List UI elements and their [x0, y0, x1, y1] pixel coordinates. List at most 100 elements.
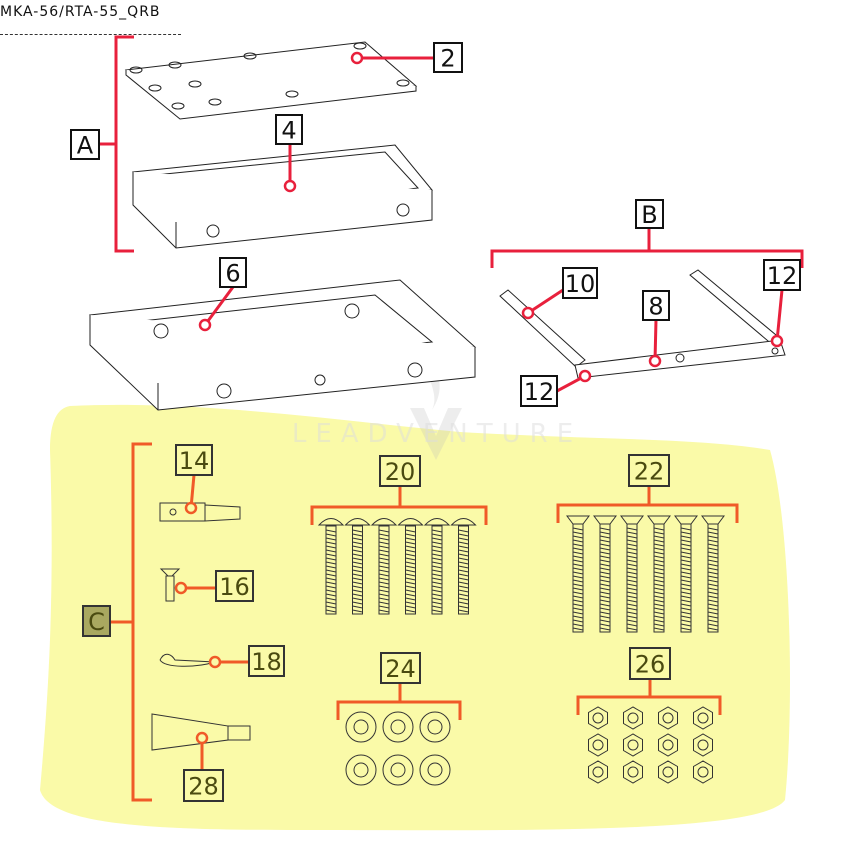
bolt — [566, 515, 590, 633]
diagram-title: MKA-56/RTA-55_QRB — [0, 4, 161, 20]
callout-label: C — [88, 608, 105, 636]
hex-nut — [623, 733, 643, 757]
callout-groups-1-label: B — [635, 199, 664, 229]
part-28-boot — [151, 713, 251, 751]
callout-label: 2 — [440, 45, 455, 73]
callout-box — [379, 455, 421, 487]
bolt — [593, 515, 617, 633]
part-24-washers — [345, 711, 451, 786]
bolt — [397, 518, 424, 615]
callout-box — [82, 605, 111, 637]
hex-nut — [588, 760, 608, 784]
callout-callouts-6-label: 12 — [520, 375, 558, 407]
part-16-screw — [159, 568, 181, 602]
title-divider — [0, 34, 181, 35]
hex-nut — [693, 706, 713, 730]
washer — [345, 754, 377, 786]
hex-nut — [658, 706, 678, 730]
callout-label: 14 — [179, 447, 210, 475]
callout-box — [562, 267, 598, 299]
washer — [382, 711, 414, 743]
callout-label: 4 — [281, 117, 296, 145]
part-top-plate — [124, 41, 418, 120]
hex-nut — [693, 733, 713, 757]
callout-label: 26 — [635, 651, 666, 679]
callout-box — [635, 199, 664, 229]
callout-dots-hardware — [174, 501, 222, 745]
callout-callouts-0-label: 2 — [433, 42, 463, 73]
callout-callouts-10-label: 28 — [183, 769, 224, 802]
callout-box — [642, 290, 670, 321]
bolt — [317, 518, 345, 615]
washer — [419, 754, 451, 786]
bolt — [370, 518, 398, 615]
part-handle — [499, 269, 786, 379]
callout-label: 28 — [188, 773, 219, 801]
callout-box — [520, 375, 558, 407]
hex-nut — [588, 706, 608, 730]
callout-label: 10 — [565, 270, 596, 298]
callout-callouts-7-label: 14 — [175, 444, 213, 476]
part-tray — [131, 144, 433, 249]
callout-box — [215, 570, 254, 602]
callout-callouts-12-label: 22 — [628, 454, 670, 487]
callout-groups-2-label: C — [82, 605, 111, 637]
callout-label: 12 — [524, 378, 555, 406]
callout-callouts-2-label: 6 — [219, 257, 247, 288]
part-22-bolts — [566, 515, 725, 633]
bolt — [423, 518, 451, 615]
callout-callouts-8-label: 16 — [215, 570, 254, 602]
callout-callouts-9-label: 18 — [248, 645, 285, 677]
callout-box — [70, 129, 100, 160]
hex-nut — [588, 733, 608, 757]
callout-box — [433, 42, 463, 73]
callout-label: A — [77, 132, 94, 160]
callout-callouts-13-label: 24 — [380, 652, 421, 684]
callout-box — [629, 647, 671, 680]
callout-box — [380, 652, 421, 684]
hex-nut — [693, 760, 713, 784]
part-frame — [88, 279, 477, 411]
bolt — [674, 515, 698, 633]
callout-box — [248, 645, 285, 677]
callout-box — [183, 769, 224, 802]
washer — [419, 711, 451, 743]
part-20-bolts — [317, 518, 477, 615]
bolt — [701, 515, 725, 633]
callout-callouts-3-label: 10 — [562, 267, 598, 299]
callout-label: 22 — [634, 458, 665, 486]
callout-box — [763, 259, 801, 291]
hardware-parts — [151, 502, 251, 751]
bolt — [620, 515, 644, 633]
bolt — [450, 518, 477, 615]
callout-callouts-5-label: 12 — [763, 259, 801, 291]
callout-label: 6 — [225, 260, 240, 288]
callout-box — [175, 444, 213, 476]
callout-label: 12 — [767, 262, 798, 290]
callout-label: 16 — [219, 573, 250, 601]
callout-box — [628, 454, 670, 487]
callout-callouts-1-label: 4 — [275, 114, 303, 145]
callout-label: 20 — [385, 458, 416, 486]
watermark-text: LEADVENTURE — [292, 419, 582, 449]
callout-callouts-4-label: 8 — [642, 290, 670, 321]
callout-label: 8 — [648, 293, 663, 321]
callout-callouts-11-label: 20 — [379, 455, 421, 487]
bolt — [647, 515, 671, 633]
callout-box — [275, 114, 303, 145]
hex-nut — [658, 760, 678, 784]
callout-label: 18 — [251, 648, 282, 676]
callout-lines-hardware — [110, 442, 739, 802]
part-14-clevis — [159, 502, 241, 522]
callout-callouts-14-label: 26 — [629, 647, 671, 680]
hex-nut — [658, 733, 678, 757]
callout-dots-top — [198, 51, 784, 383]
callout-groups-0-label: A — [70, 129, 100, 160]
callout-label: 24 — [385, 655, 416, 683]
part-26-nuts — [588, 706, 713, 784]
washer — [382, 754, 414, 786]
hex-nut — [623, 706, 643, 730]
callout-box — [219, 257, 247, 288]
